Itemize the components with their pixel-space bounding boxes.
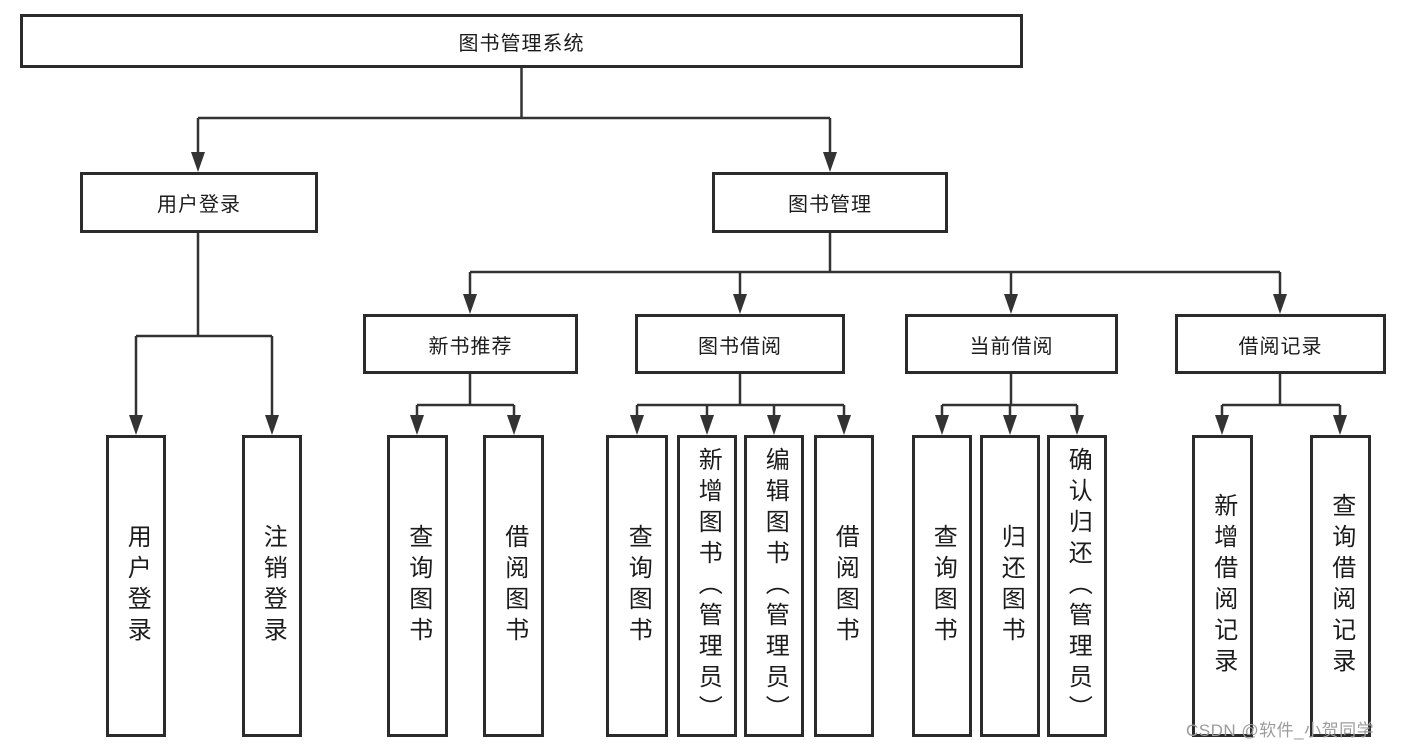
arrow-down-icon <box>767 415 781 435</box>
node-book-management: 图书管理 <box>712 172 948 233</box>
arrow-down-icon <box>630 415 644 435</box>
leaf-add-borrow-record: 新增借阅记录 <box>1192 435 1253 737</box>
leaf-return-book: 归还图书 <box>980 435 1040 737</box>
arrow-down-icon <box>1273 294 1287 314</box>
arrow-down-icon <box>700 415 714 435</box>
leaf-borrow-books-recommend: 借阅图书 <box>483 435 544 737</box>
arrow-down-icon <box>463 294 477 314</box>
leaf-confirm-return-admin: 确认归还（管理员） <box>1047 435 1107 737</box>
node-label: 图书管理 <box>788 194 872 216</box>
leaf-edit-book-admin: 编辑图书（管理员） <box>744 435 804 737</box>
leaf-query-books-current: 查询图书 <box>912 435 972 737</box>
leaf-label: 借阅图书 <box>831 524 859 648</box>
node-label: 当前借阅 <box>969 335 1054 358</box>
arrow-down-icon <box>191 152 205 172</box>
node-label: 用户登录 <box>157 194 241 216</box>
leaf-label: 归还图书 <box>997 524 1025 648</box>
arrow-down-icon <box>733 294 747 314</box>
leaf-add-book-admin: 新增图书（管理员） <box>677 435 737 737</box>
leaf-label: 查询借阅记录 <box>1327 493 1355 679</box>
arrow-down-icon <box>837 415 851 435</box>
leaf-label: 用户登录 <box>123 524 151 648</box>
node-new-book-recommend: 新书推荐 <box>363 314 578 374</box>
leaf-label: 确认归还（管理员） <box>1064 446 1092 726</box>
arrow-down-icon <box>823 152 837 172</box>
arrow-down-icon <box>507 415 521 435</box>
leaf-label: 借阅图书 <box>500 524 528 648</box>
leaf-logout: 注销登录 <box>242 435 302 737</box>
arrow-down-icon <box>1215 415 1229 435</box>
leaf-query-borrow-record: 查询借阅记录 <box>1310 435 1371 737</box>
leaf-label: 新增图书（管理员） <box>694 446 722 726</box>
leaf-label: 新增借阅记录 <box>1209 493 1237 679</box>
node-root-label: 图书管理系统 <box>458 32 585 55</box>
leaf-borrow-books: 借阅图书 <box>814 435 874 737</box>
node-user-login: 用户登录 <box>80 172 318 233</box>
node-book-borrow: 图书借阅 <box>635 314 845 374</box>
arrow-down-icon <box>410 415 424 435</box>
node-current-borrow: 当前借阅 <box>905 314 1118 374</box>
leaf-user-login: 用户登录 <box>106 435 166 737</box>
node-label: 新书推荐 <box>428 335 513 358</box>
arrowhead-group <box>129 152 1347 435</box>
arrow-down-icon <box>265 415 279 435</box>
leaf-query-books-recommend: 查询图书 <box>387 435 448 737</box>
watermark: CSDN @软件_小贺同学 <box>1186 721 1375 740</box>
leaf-label: 注销登录 <box>259 524 287 648</box>
leaf-label: 查询图书 <box>624 524 652 648</box>
node-label: 图书借阅 <box>698 335 782 358</box>
leaf-label: 查询图书 <box>404 524 432 648</box>
arrow-down-icon <box>1004 294 1018 314</box>
leaf-label: 查询图书 <box>929 524 957 648</box>
node-label: 借阅记录 <box>1238 335 1323 358</box>
arrow-down-icon <box>1003 415 1017 435</box>
arrow-down-icon <box>129 415 143 435</box>
arrow-down-icon <box>935 415 949 435</box>
arrow-down-icon <box>1070 415 1084 435</box>
node-borrow-records: 借阅记录 <box>1175 314 1386 374</box>
node-root: 图书管理系统 <box>20 14 1023 68</box>
arrow-down-icon <box>1333 415 1347 435</box>
leaf-query-books-borrow: 查询图书 <box>606 435 668 737</box>
leaf-label: 编辑图书（管理员） <box>761 446 789 726</box>
